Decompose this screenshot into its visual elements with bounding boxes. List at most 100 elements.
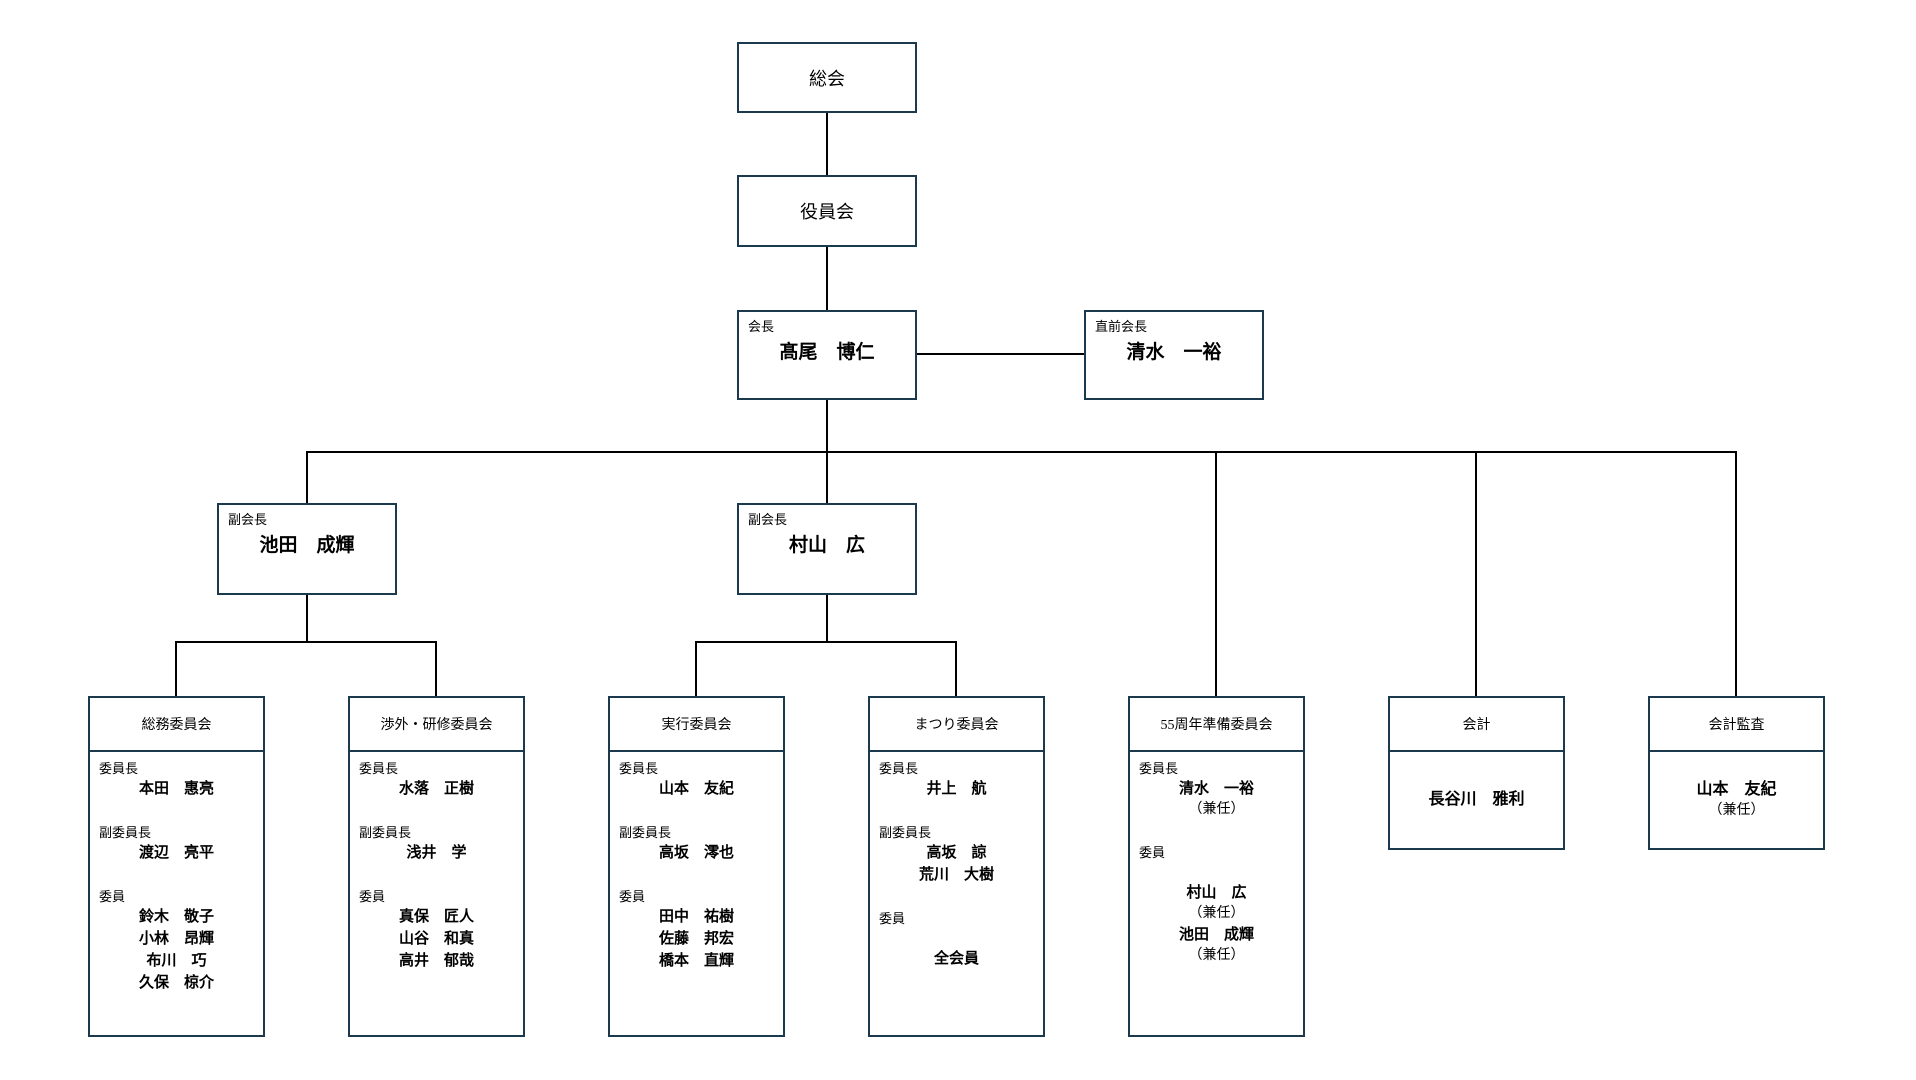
concurrent-note: （兼任） — [1708, 803, 1765, 818]
committee-anniversary-body: 委員長 清水 一裕 （兼任） 委員 村山 広 （兼任） 池田 成輝 （兼任） — [1130, 752, 1303, 1035]
president-name: 髙尾 博仁 — [779, 342, 875, 363]
member-name: 浅井 学 — [406, 845, 467, 861]
connector-drop-somu — [175, 643, 177, 696]
committee-somu-body: 委員長 本田 惠亮 副委員長 渡辺 亮平 委員 鈴木 敬子 小林 昂輝 布川 巧… — [90, 752, 263, 1035]
accounting-title: 会計 — [1390, 698, 1563, 752]
section-label: 副委員長 — [619, 825, 672, 840]
member-name: 高坂 澪也 — [658, 845, 734, 861]
vice-president-2-name: 村山 広 — [788, 535, 865, 556]
audit-title: 会計監査 — [1650, 698, 1823, 752]
committee-shogai-body: 委員長 水落 正樹 副委員長 浅井 学 委員 真保 匠人 山谷 和真 高井 郁哉 — [350, 752, 523, 1035]
committee-matsuri-body: 委員長 井上 航 副委員長 高坂 諒 荒川 大樹 委員 全会員 — [870, 752, 1043, 1035]
section-label: 委員 — [359, 889, 386, 904]
member-name: 清水 一裕 — [1178, 781, 1254, 797]
past-president-name: 清水 一裕 — [1126, 342, 1222, 363]
section-vice-chair: 副委員長 浅井 学 — [350, 824, 523, 864]
member-name: 佐藤 邦宏 — [658, 931, 734, 947]
node-general-meeting: 総会 — [737, 42, 917, 113]
connector-president-to-past-president — [917, 353, 1084, 355]
member-name: 鈴木 敬子 — [138, 909, 214, 925]
section-label: 副委員長 — [879, 825, 932, 840]
section-vice-chair: 副委員長 渡辺 亮平 — [90, 824, 263, 864]
member-name: 井上 航 — [926, 781, 987, 797]
connector-drop-matsuri — [955, 643, 957, 696]
member-name: 布川 巧 — [146, 953, 207, 969]
member-name: 荒川 大樹 — [918, 867, 994, 883]
committee-jikko-title: 実行委員会 — [610, 698, 783, 752]
member-name: 高坂 諒 — [926, 845, 987, 861]
section-vice-chair: 副委員長 高坂 澪也 — [610, 824, 783, 864]
connector-vp1-down — [306, 595, 308, 643]
member-name: 池田 成輝 — [1178, 927, 1254, 943]
section-members: 委員 全会員 — [870, 910, 1043, 970]
section-members: 委員 真保 匠人 山谷 和真 高井 郁哉 — [350, 888, 523, 972]
connector-main-horizontal — [306, 451, 1737, 453]
section-label: 委員長 — [879, 761, 919, 776]
audit-body: 山本 友紀 （兼任） — [1650, 752, 1823, 848]
connector-drop-vp1 — [306, 453, 308, 503]
node-committee-somu: 総務委員会 委員長 本田 惠亮 副委員長 渡辺 亮平 委員 鈴木 敬子 小林 昂… — [88, 696, 265, 1037]
section-label: 委員長 — [1139, 761, 1179, 776]
node-committee-shogai: 渉外・研修委員会 委員長 水落 正樹 副委員長 浅井 学 委員 真保 匠人 山谷… — [348, 696, 525, 1037]
section-chair: 委員長 本田 惠亮 — [90, 760, 263, 800]
section-label: 委員 — [99, 889, 126, 904]
section-label: 副委員長 — [99, 825, 152, 840]
node-past-president: 直前会長 清水 一裕 — [1084, 310, 1264, 400]
node-committee-anniversary: 55周年準備委員会 委員長 清水 一裕 （兼任） 委員 村山 広 （兼任） 池田… — [1128, 696, 1305, 1037]
section-members: 委員 村山 広 （兼任） 池田 成輝 （兼任） — [1130, 844, 1303, 966]
section-label: 委員長 — [99, 761, 139, 776]
committee-shogai-title: 渉外・研修委員会 — [350, 698, 523, 752]
connector-general-to-board — [826, 113, 828, 175]
section-label: 委員 — [879, 911, 906, 926]
node-accounting: 会計 長谷川 雅利 — [1388, 696, 1565, 850]
accounting-body: 長谷川 雅利 — [1390, 752, 1563, 848]
committee-jikko-body: 委員長 山本 友紀 副委員長 高坂 澪也 委員 田中 祐樹 佐藤 邦宏 橋本 直… — [610, 752, 783, 1035]
vice-president-1-name: 池田 成輝 — [259, 535, 355, 556]
connector-drop-audit — [1735, 453, 1737, 696]
member-name: 水落 正樹 — [398, 781, 474, 797]
node-audit: 会計監査 山本 友紀 （兼任） — [1648, 696, 1825, 850]
section-label: 委員長 — [359, 761, 399, 776]
node-committee-jikko: 実行委員会 委員長 山本 友紀 副委員長 高坂 澪也 委員 田中 祐樹 佐藤 邦… — [608, 696, 785, 1037]
member-name: 渡辺 亮平 — [138, 845, 214, 861]
connector-drop-vp2 — [826, 453, 828, 503]
connector-president-down — [826, 400, 828, 453]
connector-vp2-split — [695, 641, 957, 643]
section-chair: 委員長 山本 友紀 — [610, 760, 783, 800]
member-name: 山本 友紀 — [658, 781, 734, 797]
vice-president-1-role-label: 副会長 — [228, 512, 268, 527]
section-label: 委員 — [619, 889, 646, 904]
committee-anniversary-title: 55周年準備委員会 — [1130, 698, 1303, 752]
committee-somu-title: 総務委員会 — [90, 698, 263, 752]
connector-vp2-down — [826, 595, 828, 643]
member-name: 久保 椋介 — [138, 975, 214, 991]
committee-matsuri-title: まつり委員会 — [870, 698, 1043, 752]
section-members: 委員 田中 祐樹 佐藤 邦宏 橋本 直輝 — [610, 888, 783, 972]
concurrent-note: （兼任） — [1188, 802, 1245, 817]
concurrent-note: （兼任） — [1188, 906, 1245, 921]
section-label: 委員 — [1139, 845, 1166, 860]
president-role-label: 会長 — [748, 319, 775, 334]
member-name: 山谷 和真 — [398, 931, 474, 947]
general-meeting-label: 総会 — [809, 68, 845, 89]
board-label: 役員会 — [800, 202, 854, 222]
vice-president-2-role-label: 副会長 — [748, 512, 788, 527]
connector-drop-anniversary — [1215, 453, 1217, 696]
member-name: 村山 広 — [1186, 885, 1247, 901]
node-committee-matsuri: まつり委員会 委員長 井上 航 副委員長 高坂 諒 荒川 大樹 委員 全会員 — [868, 696, 1045, 1037]
connector-drop-shogai — [435, 643, 437, 696]
member-name: 全会員 — [933, 951, 979, 967]
member-name: 橋本 直輝 — [658, 953, 734, 969]
node-vice-president-1: 副会長 池田 成輝 — [217, 503, 397, 595]
member-name: 真保 匠人 — [398, 909, 474, 925]
node-president: 会長 髙尾 博仁 — [737, 310, 917, 400]
member-name: 山本 友紀 — [1696, 781, 1777, 798]
section-members: 委員 鈴木 敬子 小林 昂輝 布川 巧 久保 椋介 — [90, 888, 263, 994]
member-name: 長谷川 雅利 — [1428, 791, 1525, 808]
connector-drop-accounting — [1475, 453, 1477, 696]
node-board: 役員会 — [737, 175, 917, 247]
section-chair: 委員長 清水 一裕 （兼任） — [1130, 760, 1303, 820]
concurrent-note: （兼任） — [1188, 948, 1245, 963]
section-chair: 委員長 井上 航 — [870, 760, 1043, 800]
member-name: 田中 祐樹 — [658, 909, 734, 925]
